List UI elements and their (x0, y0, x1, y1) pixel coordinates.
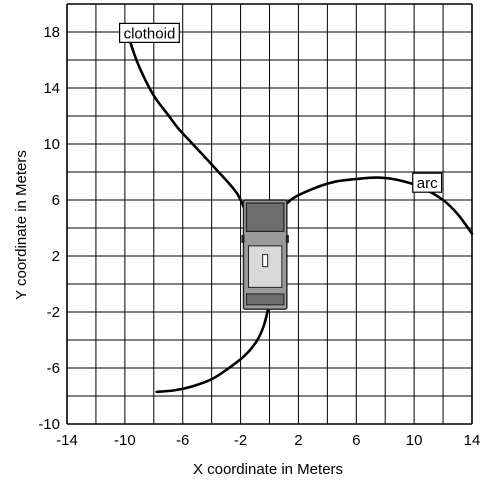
y-axis-label: Y coordinate in Meters (13, 150, 30, 300)
callouts: clothoid arc (118, 22, 443, 193)
x-tick-label: 6 (352, 432, 360, 449)
curve-clothoid (127, 37, 247, 212)
x-axis-label: X coordinate in Meters (193, 461, 343, 478)
x-tick-label: 10 (406, 432, 423, 449)
x-tick-label: -14 (56, 432, 78, 449)
y-tick-label: 10 (43, 136, 60, 153)
y-tick-label: -6 (47, 360, 60, 377)
series-layer (127, 37, 474, 394)
vehicle-windshield (245, 202, 285, 232)
x-tick-label: 2 (294, 432, 302, 449)
callout-box (118, 22, 180, 43)
vehicle-seat (262, 254, 269, 268)
curve-lower (155, 307, 270, 394)
callout-arc: arc (412, 172, 443, 193)
curve-arc (279, 176, 474, 235)
y-tick-label: -2 (47, 304, 60, 321)
vehicle-mirror-right (285, 234, 289, 243)
y-tick-label: 14 (43, 80, 60, 97)
y-tick-label: 18 (43, 24, 60, 41)
grid (66, 3, 473, 425)
x-tick-label: -6 (176, 432, 189, 449)
callout-label: arc (417, 175, 438, 192)
vehicle-mirror-left (241, 234, 245, 243)
y-tick-label: 2 (52, 248, 60, 265)
vehicle (241, 199, 289, 310)
callout-label: clothoid (124, 25, 176, 42)
x-tick-label: -10 (114, 432, 136, 449)
callout-box (412, 172, 443, 193)
x-tick-label: 14 (464, 432, 481, 449)
y-tick-label: 6 (52, 192, 60, 209)
callout-clothoid: clothoid (118, 22, 180, 43)
y-tick-label: -10 (38, 416, 60, 433)
vehicle-rear-window (245, 293, 285, 306)
x-tick-label: -2 (234, 432, 247, 449)
